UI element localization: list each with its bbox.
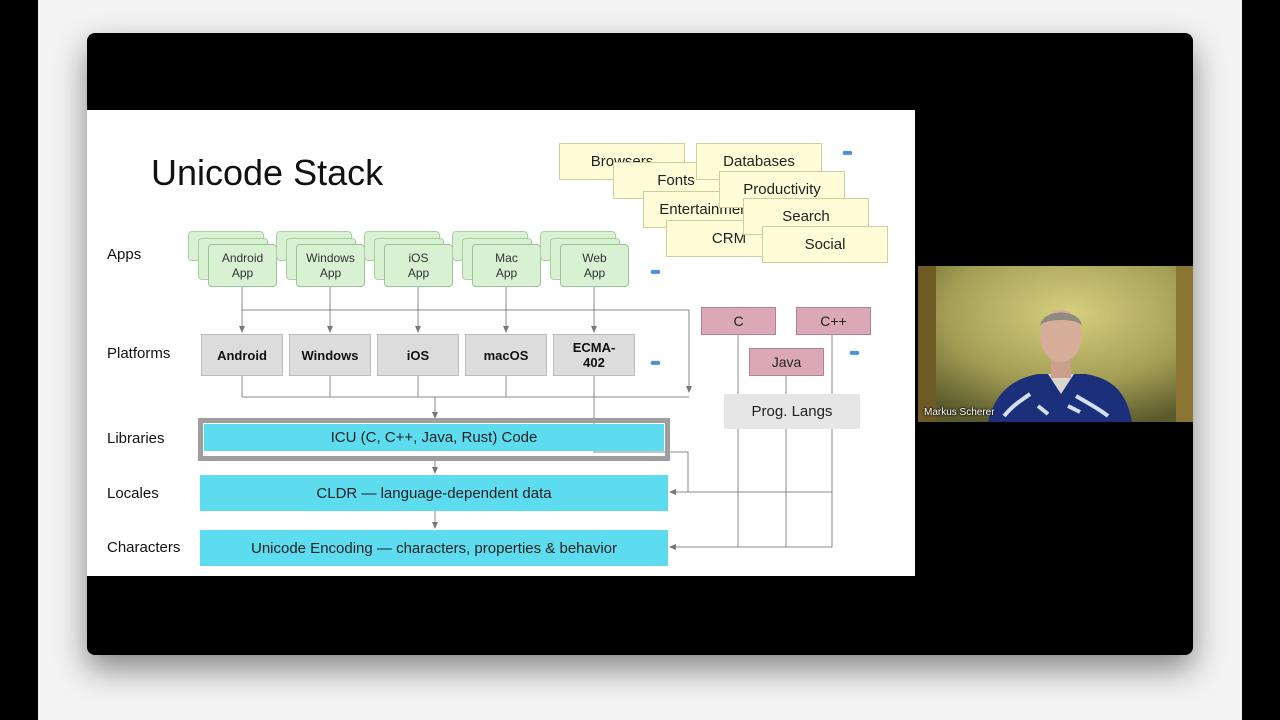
products-more-icon: ••• [842,145,853,162]
platform-label-line1: ECMA- [572,340,616,355]
app-label-line2: App [231,265,254,280]
app-label-line1: Web [582,250,607,265]
app-box-web: Web App [560,244,629,287]
row-label-characters: Characters [107,539,181,556]
platforms-more-icon: ••• [650,355,661,372]
platform-label: Windows [301,347,359,363]
libraries-box: ICU (C, C++, Java, Rust) Code [204,424,664,451]
app-label-line2: App [495,265,518,280]
app-box-ios: iOS App [384,244,453,287]
product-box-social: Social [762,226,888,263]
row-label-apps: Apps [107,246,142,263]
app-label-line2: App [407,265,430,280]
platform-box-ecma402: ECMA- 402 [553,334,635,376]
platform-label: Android [217,347,267,363]
app-box-android: Android App [208,244,277,287]
locales-box: CLDR — language-dependent data [200,475,668,511]
language-box-java: Java [749,348,824,376]
app-label-line1: Windows [306,250,355,265]
libraries-highlight-frame [198,418,670,461]
platform-label-line2: 402 [583,355,605,370]
row-label-locales: Locales [107,485,159,502]
prog-langs-box: Prog. Langs [724,394,860,429]
apps-more-icon: ••• [650,264,661,281]
language-box-c: C [701,307,776,335]
row-label-libraries: Libraries [107,430,165,447]
participant-video [918,266,1193,422]
platform-box-android: Android [201,334,283,376]
participant-name-label: Markus Scherer [924,407,995,418]
platform-label: macOS [483,347,529,363]
shared-slide: Unicode Stack Apps Platforms Libraries L… [87,110,915,576]
characters-box: Unicode Encoding — characters, propertie… [200,530,668,566]
platform-box-ios: iOS [377,334,459,376]
app-label-line1: iOS [408,250,429,265]
platform-box-windows: Windows [289,334,371,376]
row-label-platforms: Platforms [107,345,171,362]
app-box-mac: Mac App [472,244,541,287]
participant-video-tile[interactable]: Markus Scherer [918,266,1193,422]
meeting-window: Unicode Stack Apps Platforms Libraries L… [87,33,1193,655]
language-box-cpp: C++ [796,307,871,335]
languages-more-icon: ••• [849,345,860,362]
app-label-line2: App [319,265,342,280]
app-box-windows: Windows App [296,244,365,287]
app-label-line1: Mac [495,250,518,265]
app-label-line2: App [583,265,606,280]
app-label-line1: Android [221,250,264,265]
slide-title: Unicode Stack [151,152,384,193]
platform-label: iOS [406,347,430,363]
platform-box-macos: macOS [465,334,547,376]
